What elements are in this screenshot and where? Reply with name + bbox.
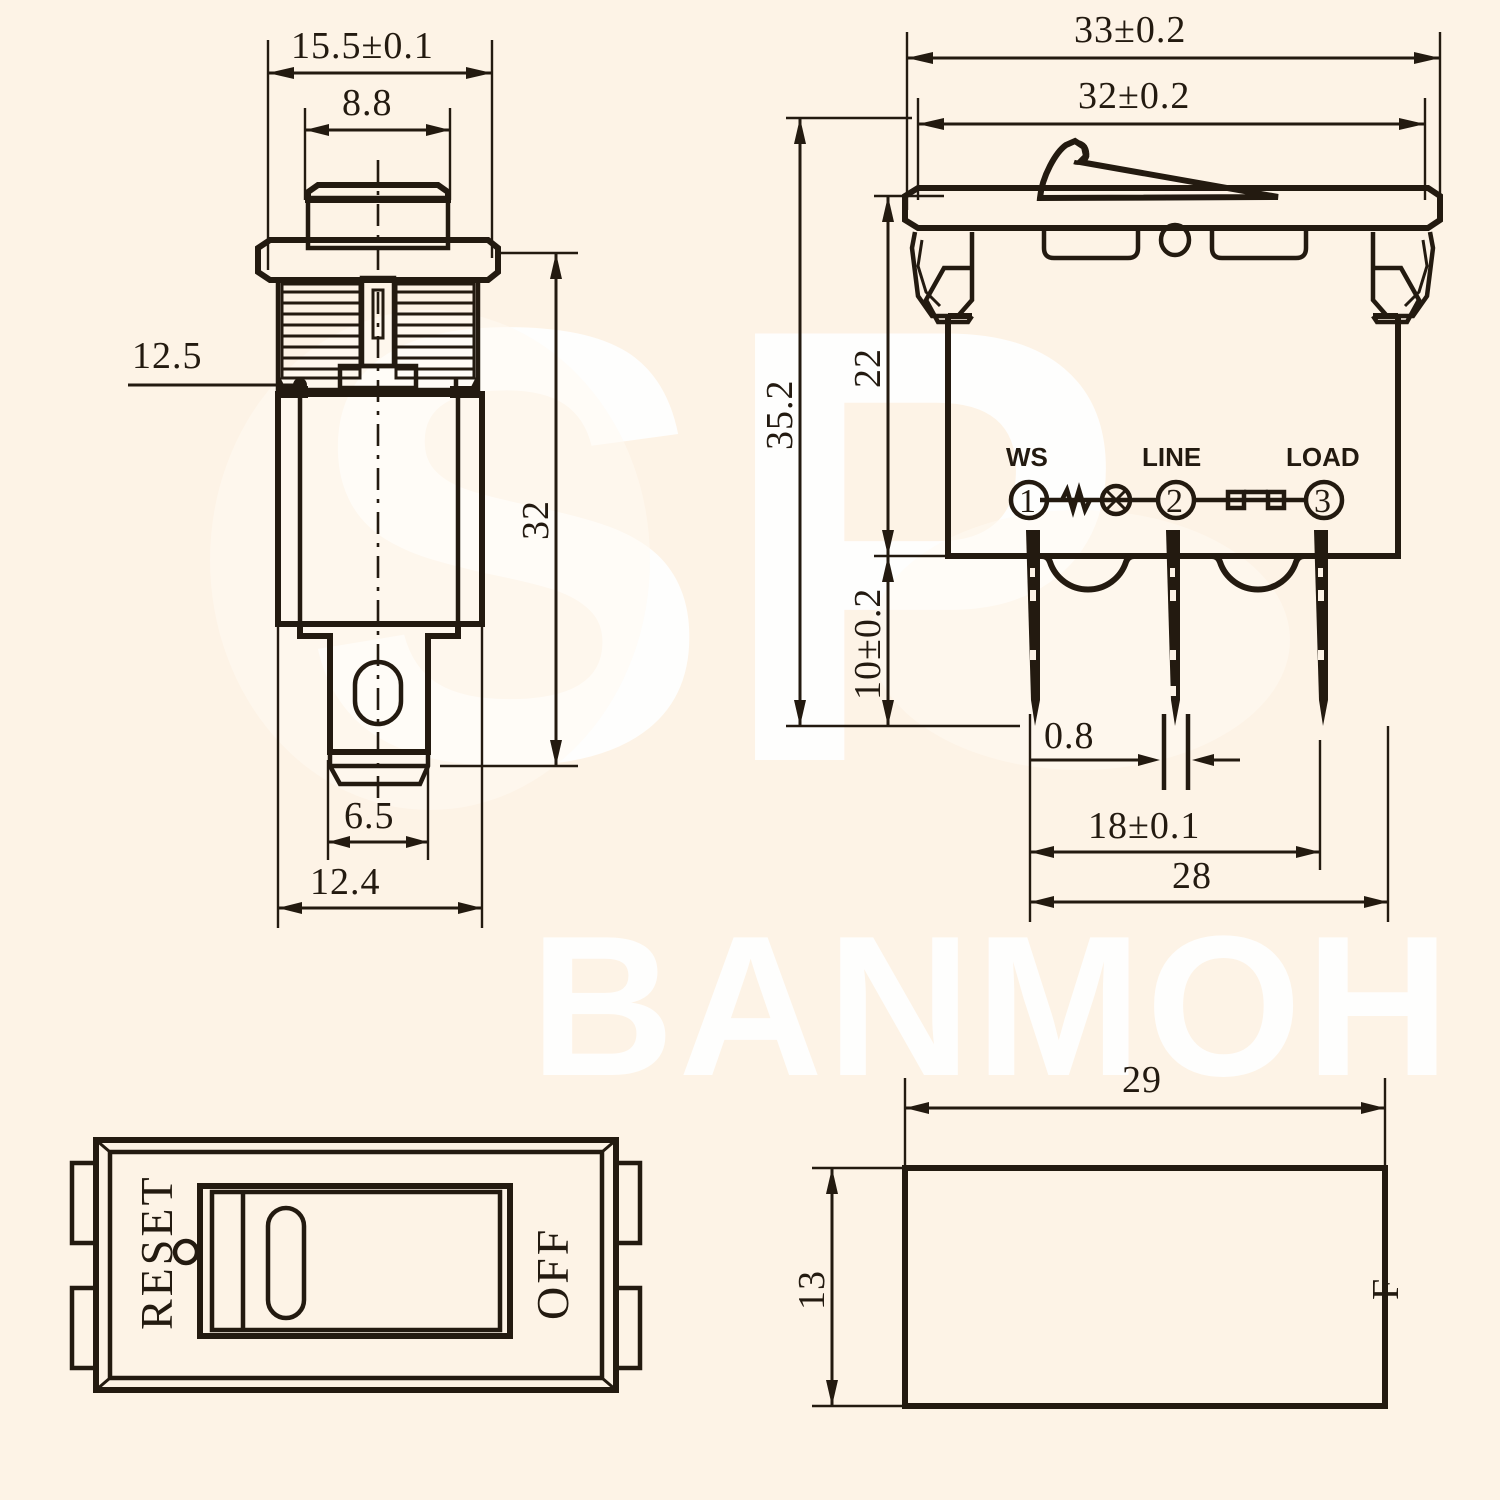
knurl-right (394, 282, 476, 380)
rocker-actuator (1036, 137, 1279, 202)
terminal-label-ws: WS (1006, 442, 1048, 472)
dim-text-terminal-length: 10±0.2 (847, 588, 889, 700)
terminal-number-3: 3 (1314, 483, 1331, 520)
dim-text-body-height: 22 (847, 348, 889, 388)
terminal-label-line: LINE (1142, 442, 1201, 472)
terminal-circle-3 (1303, 479, 1345, 521)
bezel-plate-side (902, 185, 1443, 231)
watermark-glow (210, 310, 1290, 810)
dim-text-flange-callout: 12.5 (132, 335, 203, 377)
terminal-circle-1 (1008, 479, 1050, 521)
terminal-number-1: 1 (1019, 483, 1036, 520)
watermark-bottom: BANMOH (530, 895, 1454, 1118)
dim-text-overall-height-side: 35.2 (759, 380, 801, 451)
top-plan-view: RESET OFF (69, 1137, 643, 1393)
dim-flange-callout: 12.5 (128, 335, 307, 392)
tab-right-bottom (613, 1285, 643, 1371)
resistor-icon (1059, 482, 1093, 518)
front-section-view: 15.5±0.1 8.8 (128, 25, 578, 928)
dim-cap-width: 8.8 (303, 82, 452, 200)
terminal-blade-3 (1314, 530, 1328, 726)
panel-cutout-view: 29 13 F (791, 1059, 1407, 1409)
dim-terminal-span: 28 (1028, 726, 1390, 922)
terminal-circle-2 (1155, 479, 1197, 521)
dim-terminal-width: 6.5 (326, 760, 430, 860)
label-reset: RESET (131, 1174, 182, 1330)
rocker-slot (265, 1205, 307, 1321)
label-off: OFF (527, 1227, 578, 1320)
dim-text-cutout-height: 13 (791, 1270, 833, 1310)
dim-bezel-width: 15.5±0.1 (266, 25, 494, 270)
dim-cutout-height: 13 (791, 1166, 905, 1408)
mounting-tabs (69, 1160, 643, 1371)
dim-text-blade-thickness: 0.8 (1044, 715, 1095, 757)
dim-overall-height-side: 35.2 (759, 116, 1020, 728)
terminal-blades (1026, 530, 1328, 726)
switch-body-front (275, 391, 485, 627)
tab-left-top (69, 1160, 99, 1246)
center-pin-hole (1158, 222, 1192, 258)
dim-outer-width: 33±0.2 (905, 9, 1442, 210)
dim-body-width: 12.4 (276, 624, 484, 928)
dim-text-outer-width: 33±0.2 (1074, 9, 1186, 51)
dim-text-terminal-pitch: 18±0.1 (1088, 805, 1200, 847)
dim-text-terminal-width: 6.5 (344, 795, 395, 837)
bezel-flange (255, 237, 501, 283)
edge-mark-text: F (1365, 1278, 1407, 1300)
reset-indicator-dot (172, 1238, 200, 1266)
dim-text-bezel-width: 15.5±0.1 (291, 25, 434, 67)
switch-contact-icon (1225, 489, 1287, 511)
terminal-number-2: 2 (1166, 483, 1183, 520)
dim-body-height: 22 (847, 194, 948, 558)
terminal-schematic: 1 2 3 WS LINE LOAD (1006, 442, 1360, 521)
dim-cutout-width: 29 (903, 1059, 1387, 1168)
tab-right-top (613, 1160, 643, 1246)
rocker-opening (197, 1183, 513, 1339)
dim-text-cutout-width: 29 (1122, 1059, 1162, 1101)
tab-left-bottom (69, 1285, 99, 1371)
terminal-label-load: LOAD (1286, 442, 1360, 472)
dim-text-terminal-span: 28 (1172, 855, 1212, 897)
snap-clip-right (1370, 231, 1436, 325)
side-section-view: 33±0.2 32±0.2 (759, 9, 1443, 922)
bezel-notches (1041, 222, 1309, 261)
dim-text-cap-width: 8.8 (342, 82, 393, 124)
panel-cutout-rect (902, 1165, 1388, 1409)
lamp-icon (1099, 483, 1133, 517)
terminal-blade-1 (1026, 530, 1040, 726)
snap-clip-left (909, 231, 975, 325)
terminal-blade-2 (1166, 530, 1180, 726)
dim-terminal-pitch: 18±0.1 (1030, 740, 1322, 870)
dim-text-overall-height-front: 32 (515, 500, 557, 540)
dim-text-bezel-width-side: 32±0.2 (1078, 75, 1190, 117)
dim-terminal-length: 10±0.2 (847, 556, 894, 726)
dim-blade-thickness: 0.8 (1028, 714, 1240, 852)
dim-text-body-width: 12.4 (310, 861, 381, 903)
dim-bezel-width-side: 32±0.2 (916, 75, 1427, 200)
dim-overall-height-front: 32 (440, 251, 578, 768)
